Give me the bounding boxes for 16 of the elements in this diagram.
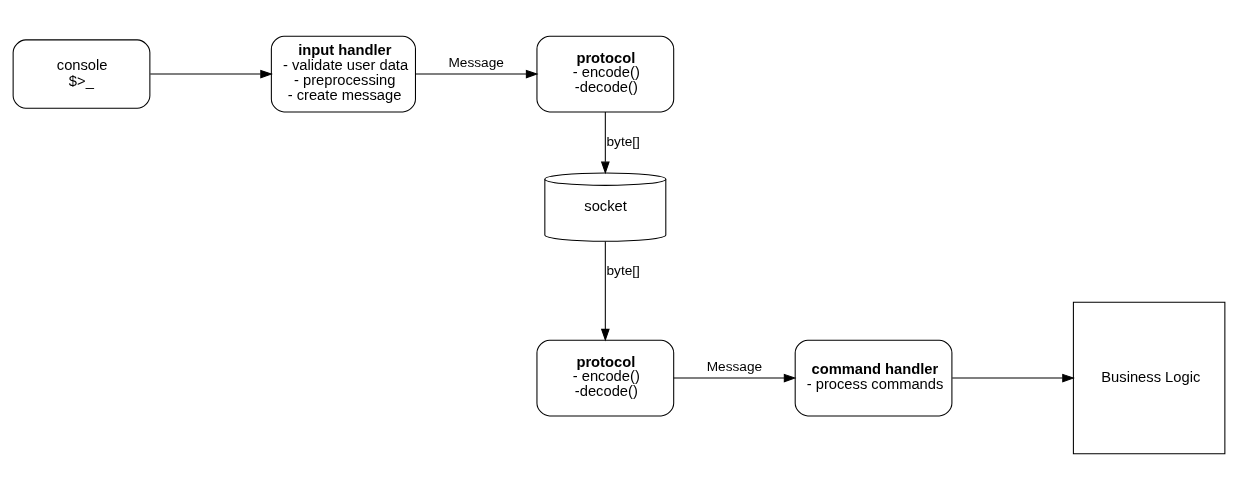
arrow [600,110,610,174]
edge-label: Message [448,54,504,70]
arrow [149,69,273,78]
node-box: console $>_ [12,38,151,109]
node-box: protocol - encode() -decode() [536,35,675,112]
node-box: input handler - validate user data - preprocessing - create message [270,35,416,112]
node-box: command handler - process commands [794,339,953,416]
edge-label: Message [706,358,763,374]
arrow [951,373,1075,382]
arrow [673,373,797,382]
arrow [600,240,610,341]
edge-label: byte[] [606,262,640,278]
arrow [415,69,539,78]
edge-label: byte[] [606,133,640,149]
node-box: Business Logic [1072,301,1226,454]
node-box: protocol - encode() -decode() [536,339,675,416]
